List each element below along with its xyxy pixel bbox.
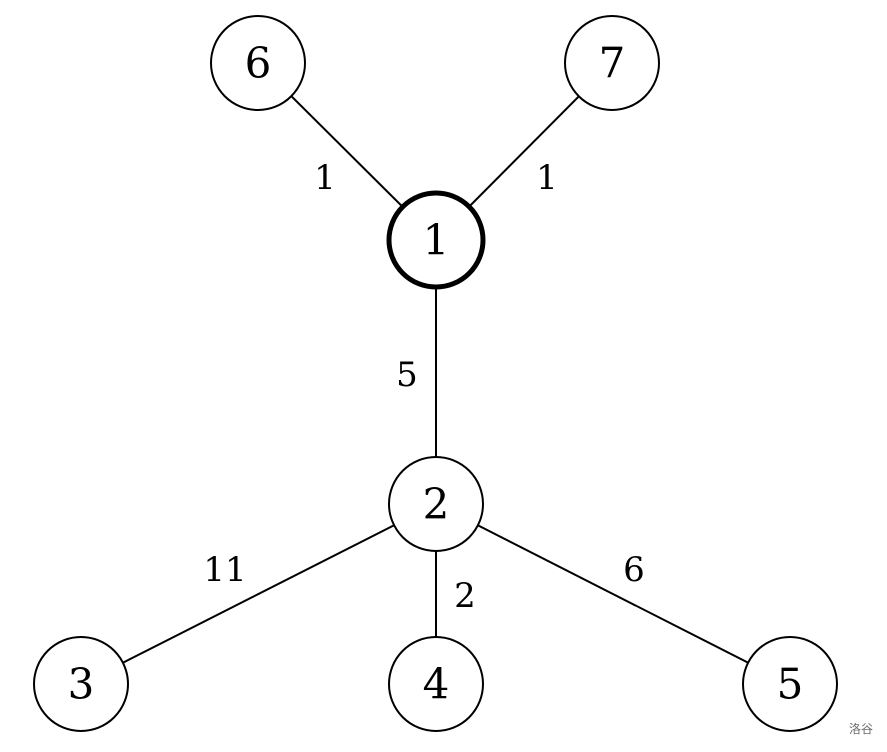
- nodes-layer: 1 2 3 4 5 6 7: [33, 15, 838, 732]
- node-label-4: 4: [423, 660, 450, 709]
- node-5: 5: [742, 636, 838, 732]
- node-6: 6: [210, 15, 306, 111]
- node-label-5: 5: [777, 660, 804, 709]
- node-label-2: 2: [423, 480, 450, 529]
- node-4: 4: [388, 636, 484, 732]
- node-7: 7: [564, 15, 660, 111]
- node-label-3: 3: [68, 660, 95, 709]
- node-circle-7: [564, 15, 660, 111]
- edge-2-3: [80, 503, 437, 685]
- node-label-7: 7: [599, 39, 626, 88]
- node-label-6: 6: [245, 39, 272, 88]
- node-circle-5: [742, 636, 838, 732]
- node-circle-4: [388, 636, 484, 732]
- edge-weight-2-4: 2: [454, 576, 476, 616]
- edge-weight-1-2: 5: [396, 355, 418, 395]
- node-circle-3: [33, 636, 129, 732]
- node-label-1: 1: [423, 216, 450, 265]
- edge-weight-2-3: 11: [203, 550, 246, 590]
- node-circle-1: [386, 190, 486, 290]
- node-1: 1: [386, 190, 486, 290]
- node-circle-6: [210, 15, 306, 111]
- edges-layer: [80, 62, 791, 685]
- edge-2-5: [435, 503, 791, 685]
- watermark-logo: 洛谷: [848, 722, 873, 736]
- node-2: 2: [388, 456, 484, 552]
- edge-weight-1-6: 1: [314, 158, 336, 198]
- edge-weight-1-7: 1: [536, 158, 558, 198]
- node-circle-2: [388, 456, 484, 552]
- node-3: 3: [33, 636, 129, 732]
- edge-weight-2-5: 6: [623, 550, 645, 590]
